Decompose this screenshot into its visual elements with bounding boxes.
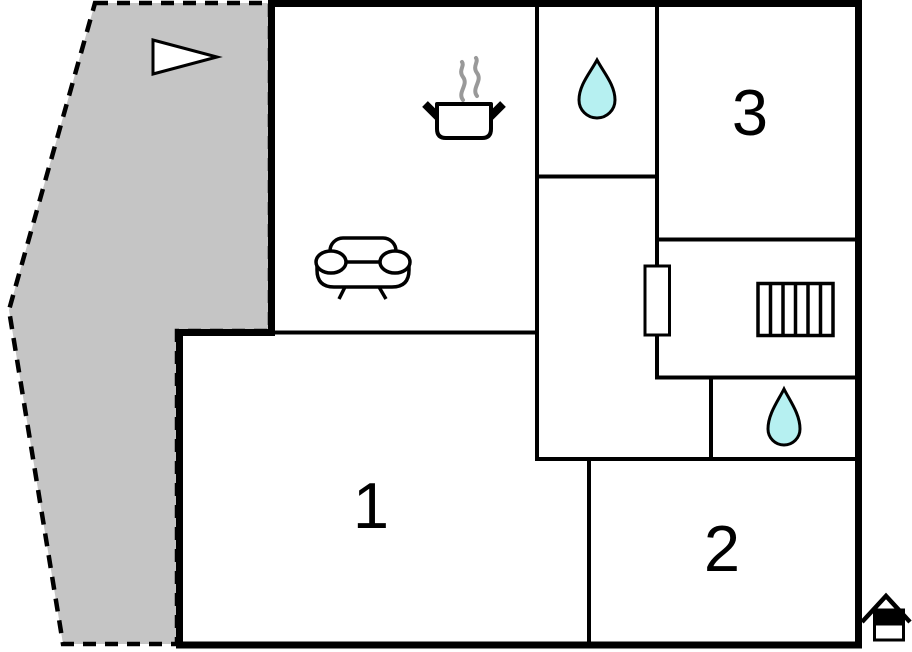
room-3-label: 3: [732, 76, 768, 149]
direction-arrow-icon: [151, 38, 223, 76]
room-2-label: 2: [704, 512, 740, 585]
room-1-label: 1: [353, 469, 389, 542]
interior-walls: [268, 3, 858, 648]
door-opening: [643, 264, 671, 337]
water-drop-icon: [766, 385, 802, 447]
sofa-icon: [314, 236, 412, 300]
water-drop-icon: [577, 56, 617, 120]
cooking-pot-icon: [422, 56, 506, 140]
floor-indicator-house-icon: [860, 592, 912, 642]
radiator-icon: [756, 281, 835, 338]
